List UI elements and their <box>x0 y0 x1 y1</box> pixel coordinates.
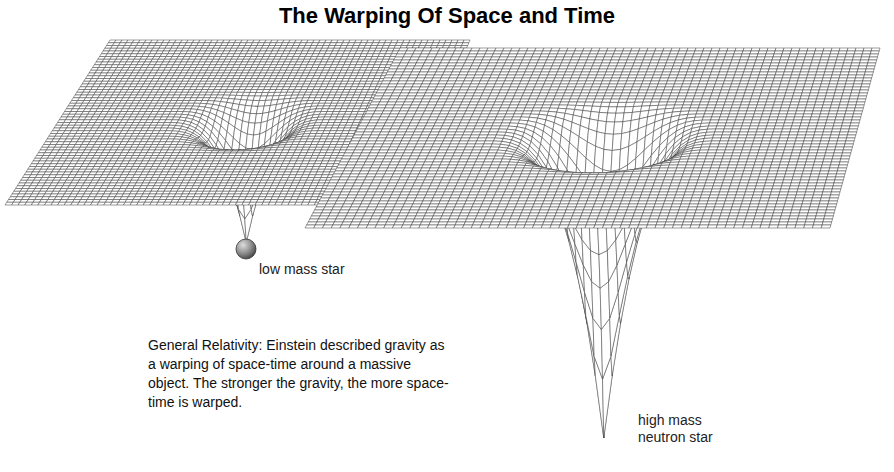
mesh-cell <box>462 43 469 46</box>
mesh-cell <box>463 40 470 43</box>
